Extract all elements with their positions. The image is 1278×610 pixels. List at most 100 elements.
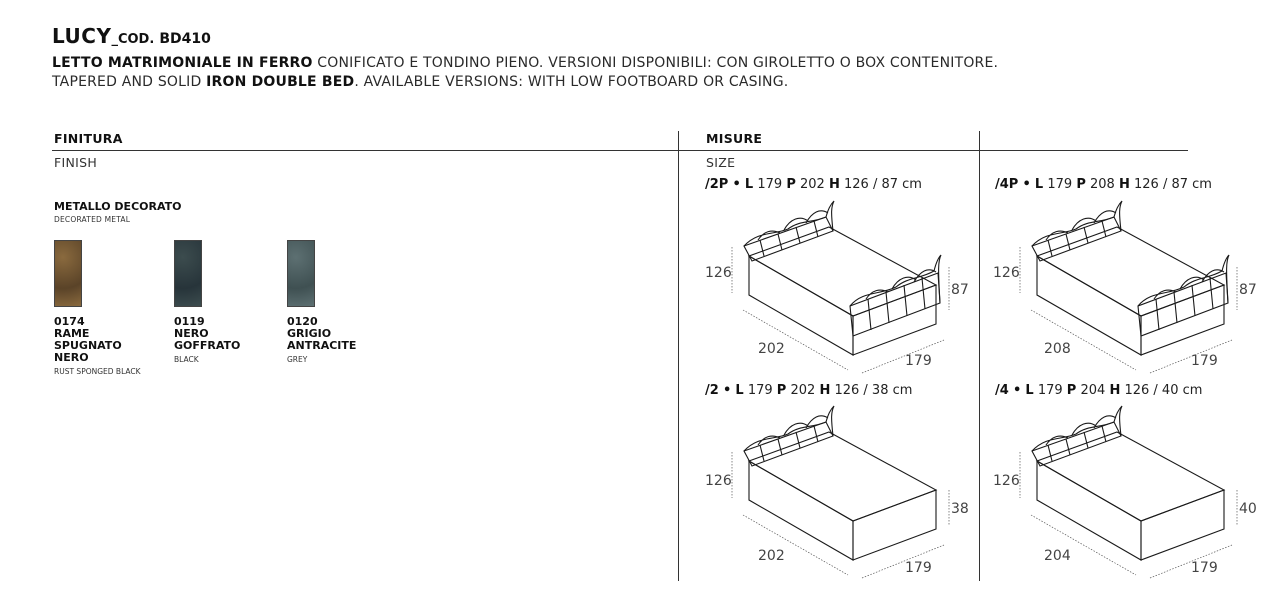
swatch-0120 <box>287 240 315 307</box>
description-it-rest: CONIFICATO E TONDINO PIENO. VERSIONI DIS… <box>312 55 999 71</box>
depth-label: P <box>1066 383 1077 398</box>
column-divider <box>678 131 679 581</box>
depth-dim-line <box>1030 514 1137 576</box>
height-value: 126 / 87 cm <box>1134 177 1212 192</box>
finish-subtitle: FINISH <box>54 155 98 170</box>
dim-depth-label: 204 <box>1044 548 1071 564</box>
depth-dim-line <box>742 514 849 576</box>
swatch-name-line: GRIGIO <box>287 327 332 340</box>
mattress-top <box>747 226 938 317</box>
swatch-code: 0120 <box>287 315 318 328</box>
mattress-right-side <box>852 489 937 561</box>
description-en: TAPERED AND SOLID IRON DOUBLE BED. AVAIL… <box>52 74 788 90</box>
dim-width-label: 179 <box>905 353 932 369</box>
headboard-scroll <box>1031 200 1123 247</box>
finish-group-subtitle: DECORATED METAL <box>54 215 131 224</box>
swatch-english-name: RUST SPONGED BLACK <box>54 367 141 376</box>
height-value: 126 / 38 cm <box>834 383 913 398</box>
version-title-4: /4 • L 179 P 204 H 126 / 40 cm <box>995 383 1203 398</box>
swatch-name-line: SPUGNATO <box>54 339 122 352</box>
footboard <box>1137 254 1230 337</box>
depth-label: P <box>786 177 796 192</box>
dim-height-label: 126 <box>993 473 1020 489</box>
mattress-right-side <box>1140 284 1225 356</box>
finish-divider <box>52 150 678 151</box>
bed-drawing-4p: 126 87 208 179 <box>993 200 1257 374</box>
mattress-front-side <box>748 460 854 561</box>
bed-drawing-4: 126 40 204 179 <box>993 405 1257 579</box>
headboard-slat <box>1083 431 1089 449</box>
swatch-label-0120: 0120 GRIGIO ANTRACITE GREY <box>287 315 357 365</box>
headboard-slat <box>1065 438 1071 456</box>
dim-right-label: 87 <box>951 282 969 298</box>
dim-height-label: 126 <box>993 265 1020 281</box>
dim-depth-label: 208 <box>1044 341 1071 357</box>
mattress-top <box>747 431 938 522</box>
version-code: /4P <box>995 177 1019 192</box>
finish-group-title: METALLO DECORATO <box>54 200 182 213</box>
size-column-divider <box>979 131 980 581</box>
length-value: 179 <box>747 383 773 398</box>
swatch-name-line: RAME <box>54 327 90 340</box>
dim-height-label: 126 <box>705 473 732 489</box>
length-label: L <box>1034 177 1044 192</box>
headboard-slat <box>1083 226 1089 244</box>
description-en-pre: TAPERED AND SOLID <box>52 74 207 90</box>
product-header: LUCY_COD. BD410 <box>52 24 211 48</box>
swatch-name-line: ANTRACITE <box>287 339 357 352</box>
headboard-slat <box>1065 233 1071 251</box>
product-name: LUCY <box>52 24 112 48</box>
mattress-right-side <box>1140 489 1225 561</box>
length-value: 179 <box>757 177 783 192</box>
swatch-name-line: NERO <box>174 327 209 340</box>
length-value: 179 <box>1037 383 1063 398</box>
swatch-0119 <box>174 240 202 307</box>
mattress-top <box>1035 226 1226 317</box>
headboard-slat <box>1047 239 1053 257</box>
dim-right-label: 87 <box>1239 282 1257 298</box>
depth-value: 208 <box>1090 177 1115 192</box>
sizes-subtitle: SIZE <box>706 155 736 170</box>
dim-width-label: 179 <box>1191 560 1218 576</box>
swatch-name-line: NERO <box>54 351 89 364</box>
version-title-2p: /2P • L 179 P 202 H 126 / 87 cm <box>705 177 922 192</box>
mattress-front-side <box>1036 460 1142 561</box>
dim-width-label: 179 <box>1191 353 1218 369</box>
height-label: H <box>828 177 840 192</box>
dim-right-label: 38 <box>951 501 969 517</box>
finish-title: FINITURA <box>54 131 123 146</box>
swatch-label-0119: 0119 NERO GOFFRATO BLACK <box>174 316 241 365</box>
dim-depth-label: 202 <box>758 548 785 564</box>
headboard-scroll <box>743 405 835 452</box>
depth-dim-line <box>742 309 849 371</box>
product-code: BD410 <box>159 31 211 47</box>
swatch-code: 0174 <box>54 315 85 328</box>
length-label: L <box>735 383 744 398</box>
depth-label: P <box>776 383 787 398</box>
height-label: H <box>1118 177 1130 192</box>
bed-drawing-2: 126 38 202 179 <box>705 405 969 579</box>
headboard-slat <box>1101 425 1107 443</box>
length-label: L <box>1025 383 1034 398</box>
bed-drawing-2p: 126 87 202 179 <box>705 200 969 374</box>
headboard-scroll <box>743 200 835 247</box>
headboard-slat <box>759 444 765 462</box>
depth-dim-line <box>1030 309 1137 371</box>
dim-height-label: 126 <box>705 265 732 281</box>
dim-depth-label: 202 <box>758 341 785 357</box>
description-en-rest: . AVAILABLE VERSIONS: WITH LOW FOOTBOARD… <box>354 74 789 90</box>
version-title-2: /2 • L 179 P 202 H 126 / 38 cm <box>705 383 913 398</box>
version-title-4p: /4P • L 179 P 208 H 126 / 87 cm <box>995 177 1212 192</box>
headboard-slat <box>1047 444 1053 462</box>
sizes-title: MISURE <box>706 131 763 146</box>
footboard <box>849 254 942 337</box>
headboard-slat <box>795 431 801 449</box>
swatch-name-line: GOFFRATO <box>174 339 241 352</box>
length-value: 179 <box>1047 177 1073 192</box>
version-code: /4 <box>995 383 1009 398</box>
headboard-scroll <box>1031 405 1123 452</box>
headboard-slat <box>777 438 783 456</box>
dim-width-label: 179 <box>905 560 932 576</box>
length-label: L <box>744 177 754 192</box>
headboard-slat <box>777 233 783 251</box>
